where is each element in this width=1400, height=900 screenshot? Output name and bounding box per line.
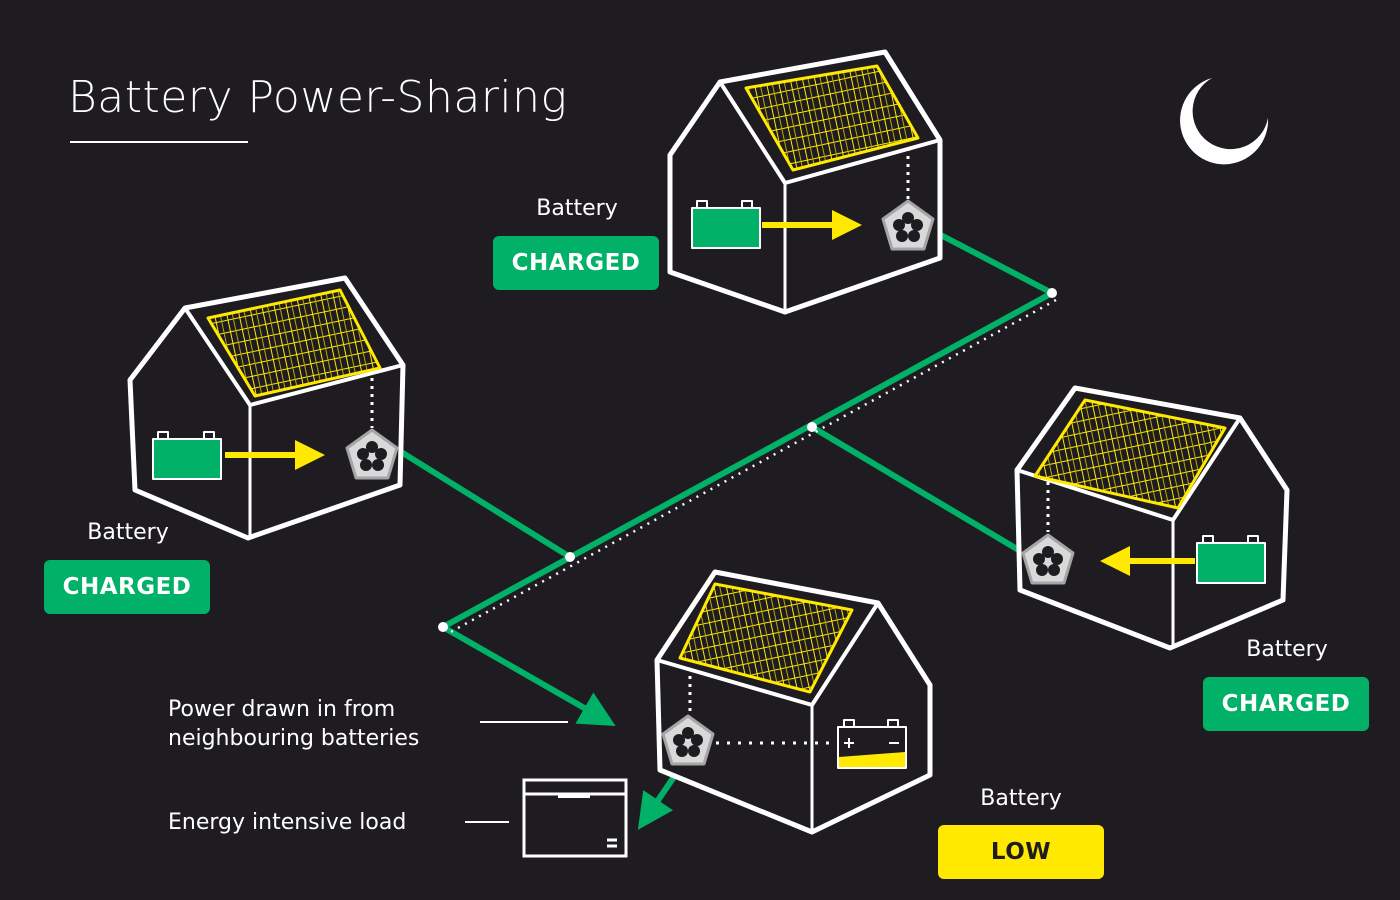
status-badge-left: CHARGED <box>44 560 210 614</box>
battery-low-icon <box>837 719 907 769</box>
battery-label-bottom: Battery <box>980 786 1062 811</box>
annotation-leader-line <box>465 821 509 823</box>
status-badge-top: CHARGED <box>493 236 659 290</box>
battery-label-top: Battery <box>536 196 618 221</box>
status-badge-bottom: LOW <box>938 825 1104 879</box>
house-left <box>127 275 406 541</box>
flow-arrow-icon <box>225 440 325 470</box>
page-title: Battery Power-Sharing <box>68 72 568 123</box>
house-bottom <box>654 569 933 835</box>
chest-freezer-icon <box>522 778 628 858</box>
moon-icon <box>1180 78 1269 165</box>
flow-arrow-icon <box>762 210 862 240</box>
battery-label-right: Battery <box>1246 637 1328 662</box>
battery-icon <box>1196 535 1266 584</box>
annotation-power-drawn: Power drawn in from neighbouring batteri… <box>168 697 420 751</box>
house-top <box>667 49 943 315</box>
flow-arrow-icon <box>1100 546 1195 576</box>
annotation-leader-line <box>480 721 568 723</box>
annotation-load: Energy intensive load <box>168 810 407 835</box>
status-badge-right: CHARGED <box>1203 677 1369 731</box>
junction-dots <box>438 288 1057 632</box>
battery-icon <box>691 200 761 249</box>
title-underline <box>70 141 248 143</box>
house-right <box>1014 385 1290 651</box>
battery-icon <box>152 431 222 480</box>
battery-label-left: Battery <box>87 520 169 545</box>
